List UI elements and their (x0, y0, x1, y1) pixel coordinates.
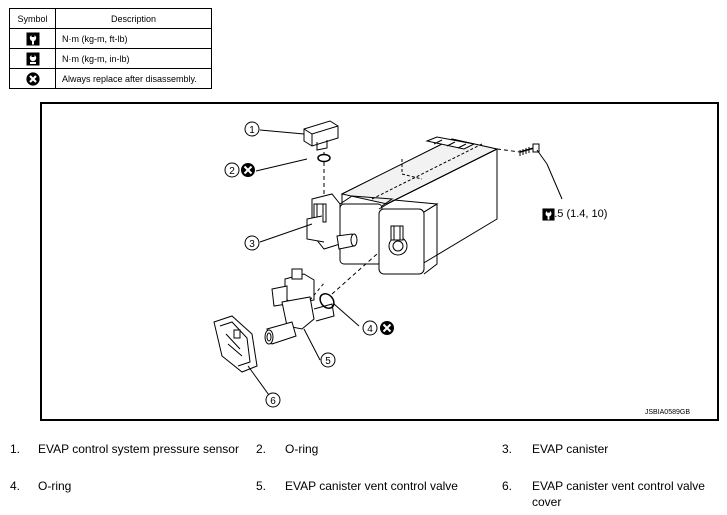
part-5-number: 5. (256, 479, 267, 493)
legend-text-in-lb: N·m (kg-m, in-lb) (55, 48, 212, 69)
torque-wrench-icon (26, 32, 39, 45)
legend-text-ft-lb: N·m (kg-m, ft-lb) (55, 28, 212, 49)
evap-canister-drawing (306, 136, 499, 275)
torque-wrench-icon (542, 208, 555, 221)
part-1-name: EVAP control system pressure sensor (38, 442, 239, 456)
pressure-sensor-drawing (303, 120, 339, 156)
part-4-name: O-ring (38, 479, 72, 493)
callout-6 (265, 392, 281, 408)
part-3-number: 3. (502, 442, 513, 456)
symbol-legend-table: Symbol Description N·m (kg-m, ft-lb) N·m… (9, 8, 212, 89)
part-3-name: EVAP canister (532, 442, 609, 456)
callout-6-label: 6 (270, 396, 276, 407)
callout-1 (244, 121, 260, 137)
part-2-number: 2. (256, 442, 267, 456)
callout-2-label: 2 (229, 166, 235, 177)
part-1-number: 1. (10, 442, 21, 456)
callout-4-label: 4 (367, 324, 373, 335)
part-2-name: O-ring (285, 442, 319, 456)
exploded-view-drawing (213, 120, 563, 403)
legend-row-in-lb: N·m (kg-m, in-lb) (9, 48, 212, 69)
legend-row-ft-lb: N·m (kg-m, ft-lb) (9, 28, 212, 49)
callout-layer: 1 2 3 4 5 6 (224, 121, 394, 408)
callout-1-label: 1 (249, 125, 255, 136)
torque-wrench-small-icon (26, 52, 39, 65)
vent-valve-cover-drawing (213, 315, 258, 373)
canister-bolt-drawing (496, 143, 540, 156)
legend-header-description: Description (55, 8, 212, 29)
torque-spec: 13.5 (1.4, 10) (542, 208, 608, 221)
legend-header-symbol: Symbol (9, 8, 56, 29)
always-replace-icon (25, 71, 40, 86)
o-ring-lower-drawing (319, 293, 335, 309)
callout-2 (224, 162, 240, 178)
o-ring-upper-drawing (317, 153, 331, 163)
callout-3-label: 3 (249, 239, 255, 250)
callout-5 (320, 352, 336, 368)
legend-text-replace: Always replace after disassembly. (55, 68, 212, 89)
part-5-name: EVAP canister vent control valve (285, 479, 458, 493)
callout-5-label: 5 (325, 356, 331, 367)
callout-4 (362, 320, 378, 336)
evap-canister-exploded-view: 1 2 3 4 5 6 13.5 (1.4, 10) JSBIA0589GB (40, 102, 719, 421)
part-4-number: 4. (10, 479, 21, 493)
legend-row-replace: Always replace after disassembly. (9, 68, 212, 89)
callout-3 (244, 235, 260, 251)
torque-spec-value: 13.5 (1.4, 10) (542, 208, 608, 220)
part-6-number: 6. (502, 479, 513, 493)
figure-id: JSBIA0589GB (644, 409, 690, 416)
part-6-name: EVAP canister vent control valve cover (532, 479, 705, 509)
